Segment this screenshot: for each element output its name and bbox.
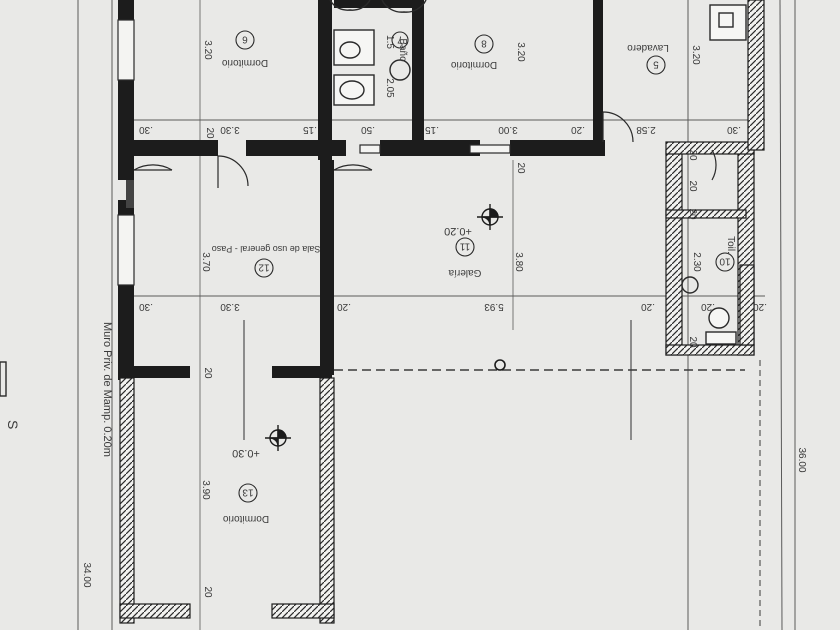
dim-20-d: .20: [641, 301, 655, 312]
room-number-10: 10: [719, 256, 731, 267]
room-name-6: Dormitorio: [222, 57, 269, 68]
guide-lines: [77, 0, 796, 630]
dim-3-90: 3.90: [200, 480, 211, 500]
room-number-13: 13: [242, 487, 254, 498]
dim-15-a: .15: [303, 124, 317, 135]
wall-note: Muro Priv. de Mamp. 0.20m: [101, 322, 113, 457]
dim-2-05: 2.05: [384, 78, 395, 98]
level-galeria: +0.20: [444, 225, 472, 237]
dim-1-5: 1.5: [384, 35, 395, 49]
room-number-5: 5: [653, 59, 659, 70]
dim-15-b: .15: [425, 124, 439, 135]
dim-20-b: .20: [571, 124, 585, 135]
dimension-labels: 3.20 3.20 3.20 1.5 2.05 .30 20 3.30 .15 …: [81, 35, 807, 598]
room-name-8: Dormitorio: [451, 59, 498, 70]
dim-2-30: 2.30: [691, 252, 702, 272]
toilet-bowl-icon: [339, 80, 365, 100]
dim-20-g: 20: [202, 367, 213, 379]
dim-20-v2: 20: [687, 180, 698, 192]
doors: [117, 19, 717, 286]
dim-3-20-b: 3.20: [515, 42, 526, 62]
dim-30-b: .30: [727, 124, 741, 135]
toilet-icon-2: [708, 307, 730, 329]
dim-50: .50: [361, 124, 375, 135]
dim-3-80: 3.80: [513, 252, 524, 272]
level-dormitorio: +0.30: [232, 447, 260, 459]
level-marker-dormitorio: [265, 425, 291, 451]
dim-30-c: .30: [139, 301, 153, 312]
dim-34-00: 34.00: [81, 562, 92, 587]
room-number-circles: [235, 30, 735, 503]
dim-20-e: .20: [701, 301, 715, 312]
edge-letter: S: [5, 420, 21, 429]
room-name-11: Galería: [448, 267, 481, 278]
dim-20-v4: 20: [687, 336, 698, 348]
dim-30-a: .30: [139, 124, 153, 135]
dim-20-c: .20: [337, 301, 351, 312]
room-number-6: 6: [242, 34, 248, 45]
walls: [118, 0, 605, 380]
dim-5-93: 5.93: [484, 301, 504, 312]
room-name-13: Dormitorio: [223, 513, 270, 524]
dim-20-sign: 20: [515, 162, 526, 174]
room-name-7: Baño: [397, 38, 408, 62]
room-number-12: 12: [258, 262, 270, 273]
dim-3-20-a: 3.20: [202, 40, 213, 60]
dim-3-30-b: 3.30: [220, 301, 240, 312]
dim-20-f: .20: [753, 301, 767, 312]
dim-20-v1: 20: [687, 149, 698, 161]
hatched-walls: [119, 0, 765, 624]
sink-basin-icon: [339, 41, 361, 59]
room-name-5: Lavadero: [627, 42, 669, 53]
room-labels: 6 Dormitorio 8 Dormitorio 5 Lavadero 7 B…: [212, 34, 736, 525]
room-number-7: 7: [397, 34, 403, 45]
dim-3-20-c: 3.20: [690, 45, 701, 65]
room-number-11: 11: [459, 241, 470, 252]
dim-3-30-a: 3.30: [220, 124, 240, 135]
level-marker-galeria: [477, 204, 503, 230]
edge-frame: [0, 361, 7, 397]
dim-3-00: 3.00: [498, 124, 518, 135]
shower-icon: [681, 276, 699, 294]
dim-20-a: 20: [204, 127, 215, 139]
level-labels: +0.20 +0.30: [232, 225, 472, 459]
dim-20-v3: 20: [687, 208, 698, 220]
dim-3-70: 3.70: [200, 252, 211, 272]
room-name-10: Toil.: [725, 236, 736, 254]
laundry-sink-icon: [709, 4, 747, 41]
dim-2-58: 2.58: [636, 124, 656, 135]
fixtures: [329, 0, 747, 345]
room-name-12: Sala de uso general - Paso: [212, 244, 321, 254]
dim-20-h: 20: [202, 586, 213, 598]
dim-36-00: 36.00: [796, 447, 807, 472]
column-marker: [494, 359, 506, 371]
room-number-8: 8: [481, 38, 487, 49]
shower-drain-icon: [389, 59, 411, 81]
